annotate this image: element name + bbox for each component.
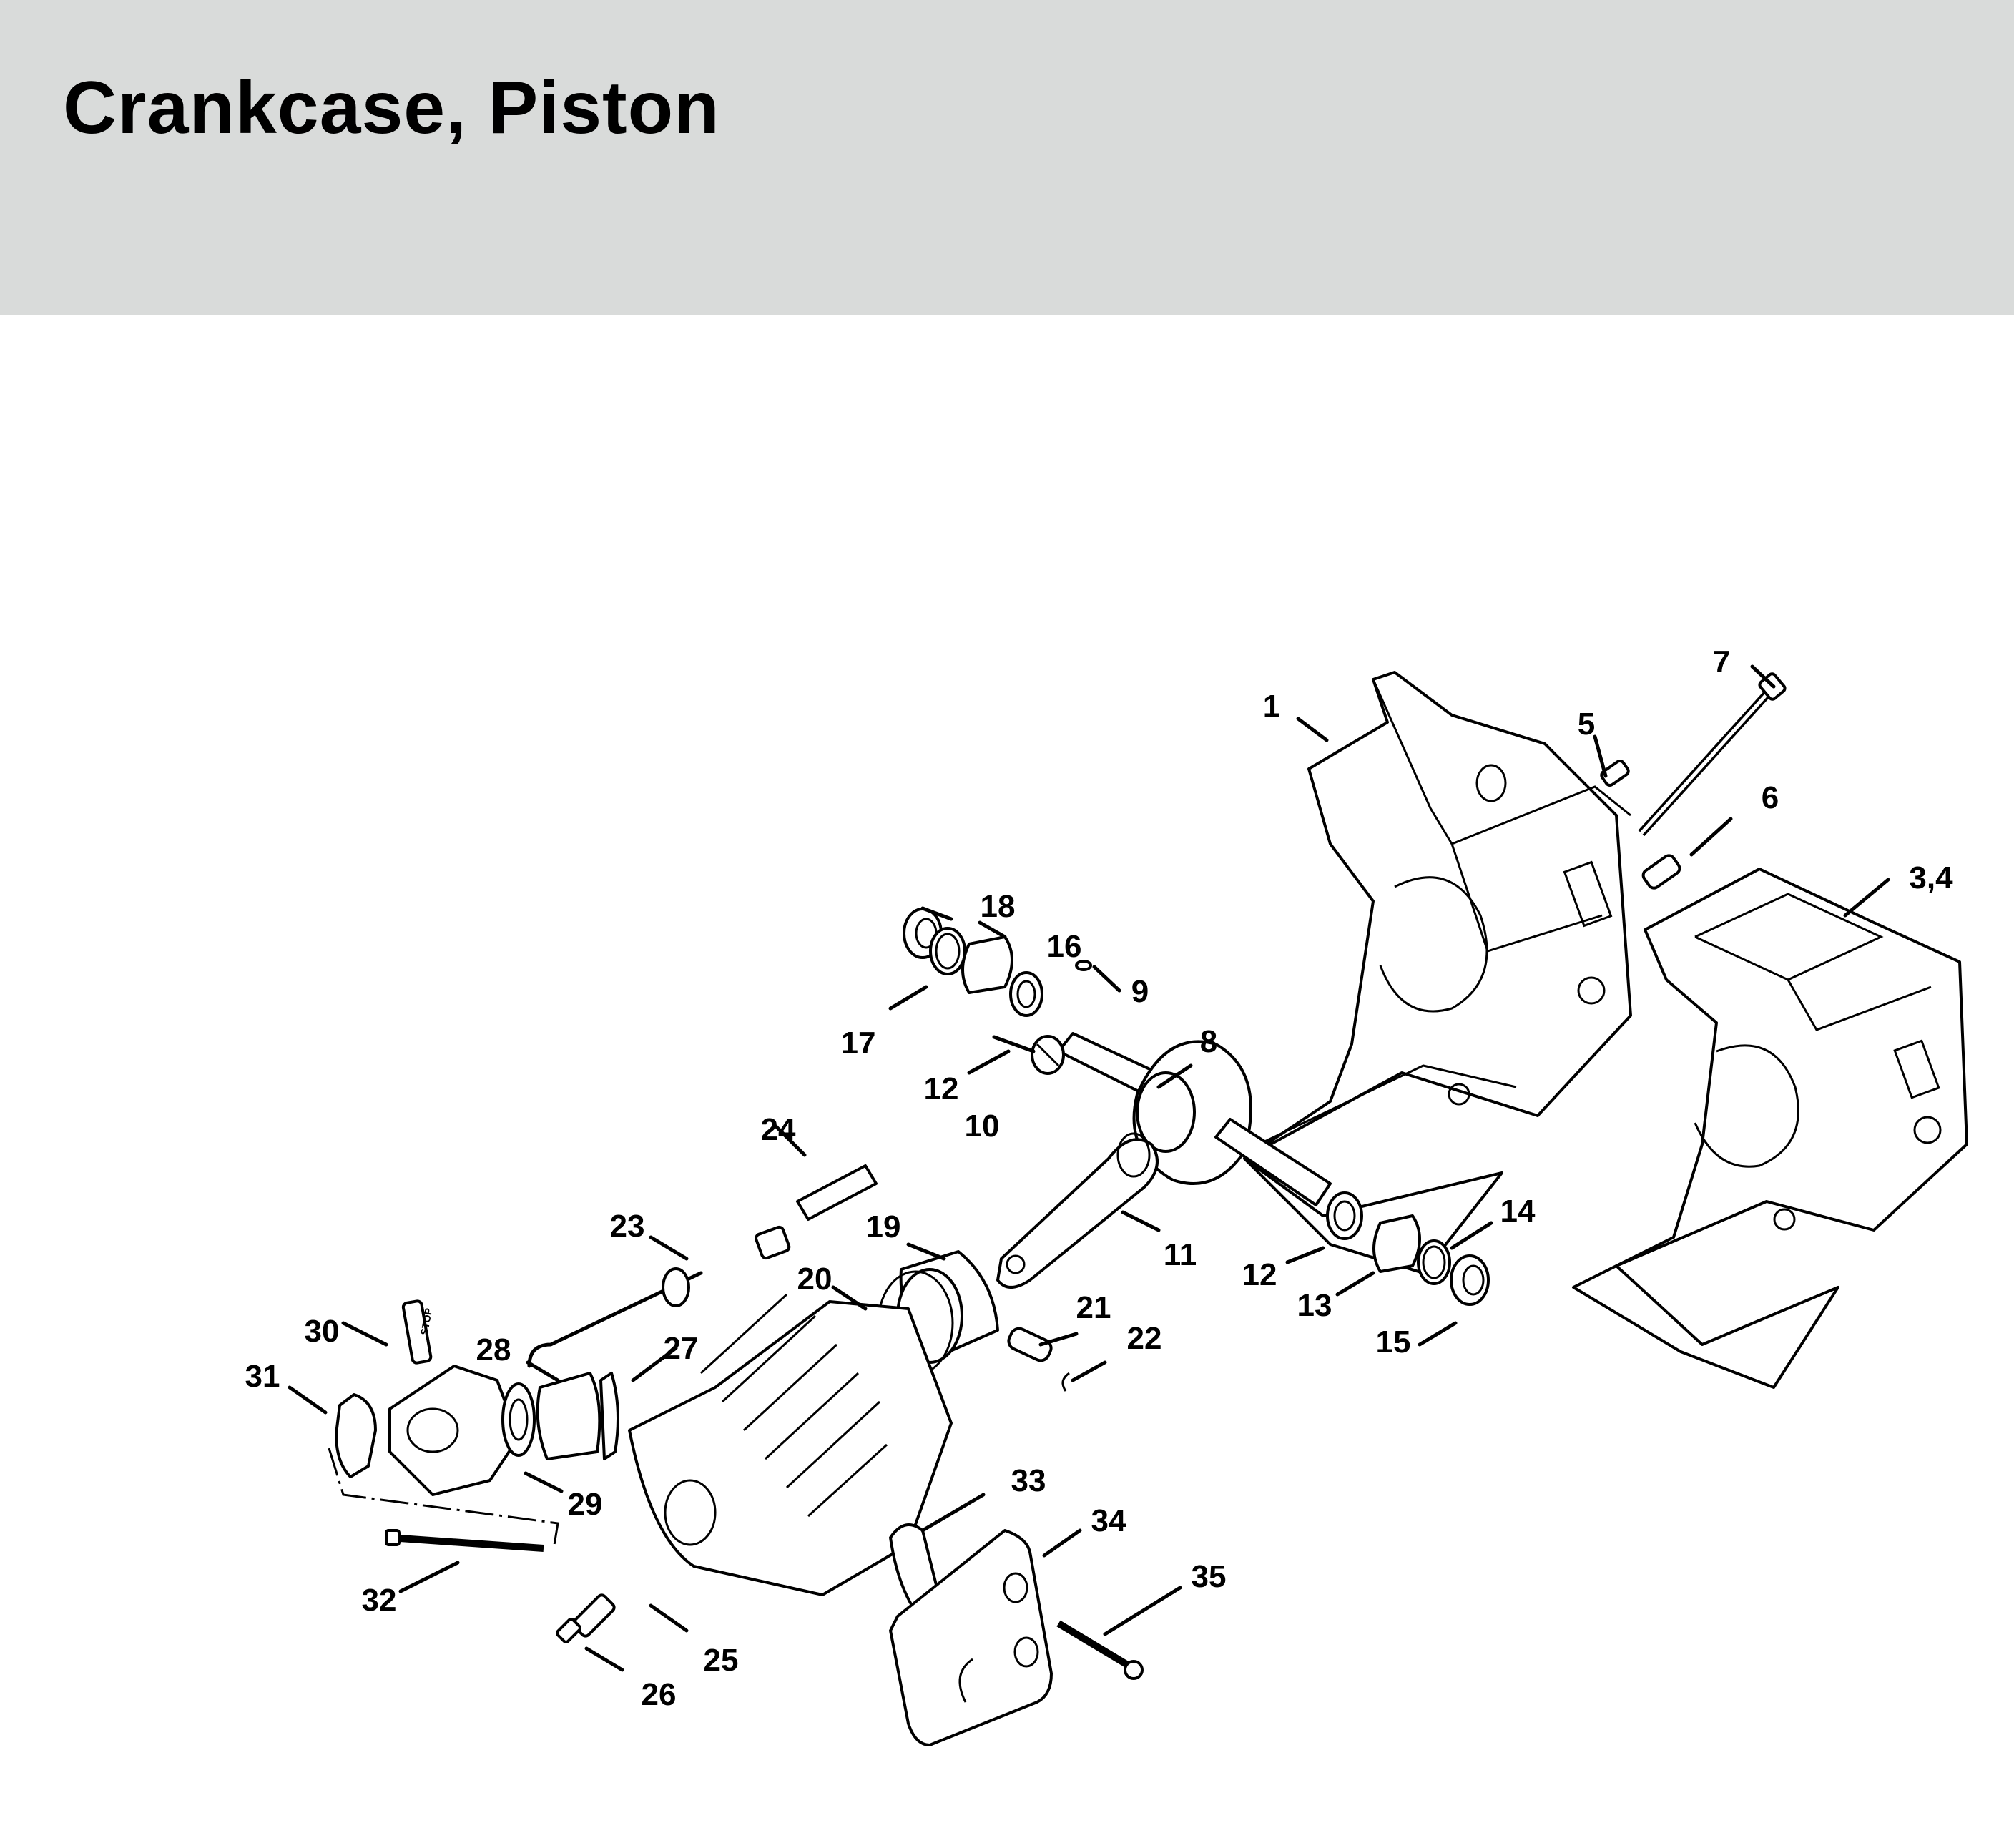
callout-1: 1 [1262,689,1281,724]
gasket-29 [501,1382,536,1457]
callout-29: 29 [567,1487,603,1522]
connecting-rod-11 [996,1132,1159,1289]
bearing-13 [1372,1214,1421,1273]
seal-15 [1450,1254,1490,1306]
gasket-31 [335,1393,377,1478]
callout-15: 15 [1375,1324,1411,1360]
fitting-6 [1641,854,1681,890]
callout-14: 14 [1500,1194,1536,1229]
callout-21: 21 [1076,1290,1111,1325]
callout-10: 10 [964,1109,1000,1144]
washer-12-lower [1326,1191,1363,1240]
crankcase-half-right [1572,868,1968,1389]
muffler-34 [889,1529,1053,1746]
bearing-16 [961,935,1013,994]
page-title: Crankcase, Piston [63,67,720,149]
ring-14 [1417,1239,1451,1285]
callout-11: 11 [1163,1237,1197,1272]
fitting-5 [1600,760,1630,787]
callout-26: 26 [641,1677,677,1712]
callout-12-lower: 12 [1242,1257,1277,1292]
filter-24 [796,1164,878,1221]
callout-5: 5 [1577,707,1596,742]
callout-3-4: 3,4 [1909,860,1953,895]
callout-23: 23 [609,1209,645,1244]
callout-17: 17 [840,1026,876,1061]
callout-20: 20 [797,1262,832,1297]
callout-9: 9 [1131,974,1149,1009]
callout-13: 13 [1297,1288,1332,1323]
carburetor-30 [388,1299,520,1496]
callout-25: 25 [703,1643,739,1678]
crankcase-half-left [1243,671,1632,1274]
callout-6: 6 [1761,780,1779,815]
callout-35: 35 [1191,1559,1227,1594]
leader-lines [288,664,1890,1672]
piston-pin-21 [1007,1327,1053,1362]
callout-24: 24 [760,1112,796,1147]
cylinder [628,1293,953,1596]
callout-28: 28 [476,1332,511,1367]
page-header: Crankcase, Piston [0,0,2014,315]
callout-7: 7 [1712,644,1731,679]
crankshaft-8 [1057,1032,1332,1206]
callout-8: 8 [1199,1024,1218,1059]
ring-17 [929,927,966,975]
callout-12-upper: 12 [923,1071,959,1106]
callout-16: 16 [1046,929,1082,964]
callout-19: 19 [865,1209,901,1244]
key-9 [1075,960,1092,971]
callout-30: 30 [304,1314,340,1349]
spacer-28 [536,1372,601,1460]
callout-27: 27 [663,1331,699,1366]
callout-31: 31 [245,1359,280,1394]
callout-22: 22 [1126,1321,1162,1356]
callout-18: 18 [980,889,1016,924]
callout-32: 32 [361,1583,397,1618]
callout-34: 34 [1091,1503,1126,1538]
bolt-35 [1056,1620,1144,1680]
gasket-27 [599,1372,619,1460]
callout-33: 33 [1011,1463,1046,1498]
needle-cage-10 [1031,1035,1065,1075]
bolt-7 [1638,672,1787,837]
spark-plug-25 [555,1593,616,1644]
circlip-22 [1061,1372,1070,1392]
bolt-32 [328,1448,559,1552]
washer-12-upper [1009,971,1043,1017]
pickup-23 [527,1225,791,1368]
